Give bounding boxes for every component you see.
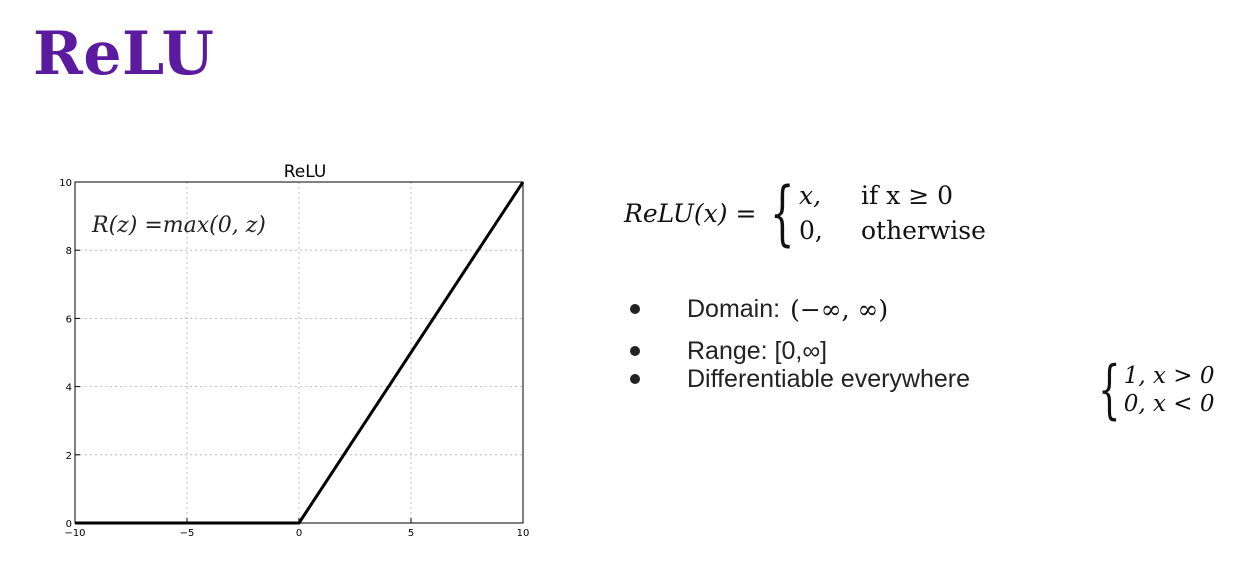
y-tick-label: 4 <box>66 383 72 394</box>
case-condition: otherwise <box>860 216 986 245</box>
x-tick-label: −10 <box>64 528 85 539</box>
derivative-case-list: 1, x > 0 0, x < 0 <box>1124 363 1215 417</box>
case-value: x, <box>798 181 822 210</box>
derivative-case: 1, x > 0 <box>1123 363 1215 389</box>
relu-line <box>75 181 525 525</box>
bullet-label: Range: [0,∞] <box>687 336 828 365</box>
bullet-icon <box>630 374 640 384</box>
derivative-brace: { <box>1098 353 1121 427</box>
chart-title: ReLU <box>284 162 327 182</box>
y-tick-label: 10 <box>59 178 72 189</box>
derivative-cases: { 1, x > 0 0, x < 0 <box>1091 358 1214 422</box>
property-list: Domain: (−∞, ∞) Range: [0,∞] Differentia… <box>630 292 970 404</box>
bullet-label: Differentiable everywhere <box>687 364 971 393</box>
case-value: 0, <box>798 216 823 245</box>
y-tick-label: 6 <box>66 314 72 325</box>
bullet-math: (−∞, ∞) <box>790 294 889 324</box>
relu-definition: ReLU(x) = { x, if x ≥ 0 0, otherwise <box>624 178 986 248</box>
case-condition: if x ≥ 0 <box>860 181 954 210</box>
y-tick-label: 2 <box>66 451 72 462</box>
chart-annotation: R(z) =max(0, z) <box>91 213 266 238</box>
y-tick-label: 8 <box>66 246 72 257</box>
bullet-icon <box>630 346 640 356</box>
relu-chart: ReLU −10 −5 0 5 10 0 2 4 6 8 10 R(z) =max(0, z) <box>59 162 529 539</box>
list-item: Range: [0,∞] <box>630 334 970 368</box>
definition-case: x, if x ≥ 0 <box>799 181 986 210</box>
x-tick-label: 10 <box>517 528 530 539</box>
slide-title: ReLU <box>33 19 215 89</box>
chart-series <box>75 181 525 525</box>
definition-case: 0, otherwise <box>799 216 986 245</box>
list-item: Domain: (−∞, ∞) <box>630 292 970 326</box>
chart-ticks: −10 −5 0 5 10 0 2 4 6 8 10 <box>59 178 529 539</box>
derivative-case: 0, x < 0 <box>1123 391 1215 417</box>
x-tick-label: 0 <box>296 528 302 539</box>
x-tick-label: 5 <box>408 528 414 539</box>
bullet-icon <box>630 304 640 314</box>
definition-cases: x, if x ≥ 0 0, otherwise <box>799 181 986 245</box>
x-tick-label: −5 <box>180 528 195 539</box>
definition-lhs: ReLU(x) = <box>624 198 757 228</box>
bullet-label: Domain: <box>687 294 781 323</box>
list-item: Differentiable everywhere <box>630 362 970 396</box>
definition-brace: { <box>770 172 795 254</box>
y-tick-label: 0 <box>66 519 72 530</box>
